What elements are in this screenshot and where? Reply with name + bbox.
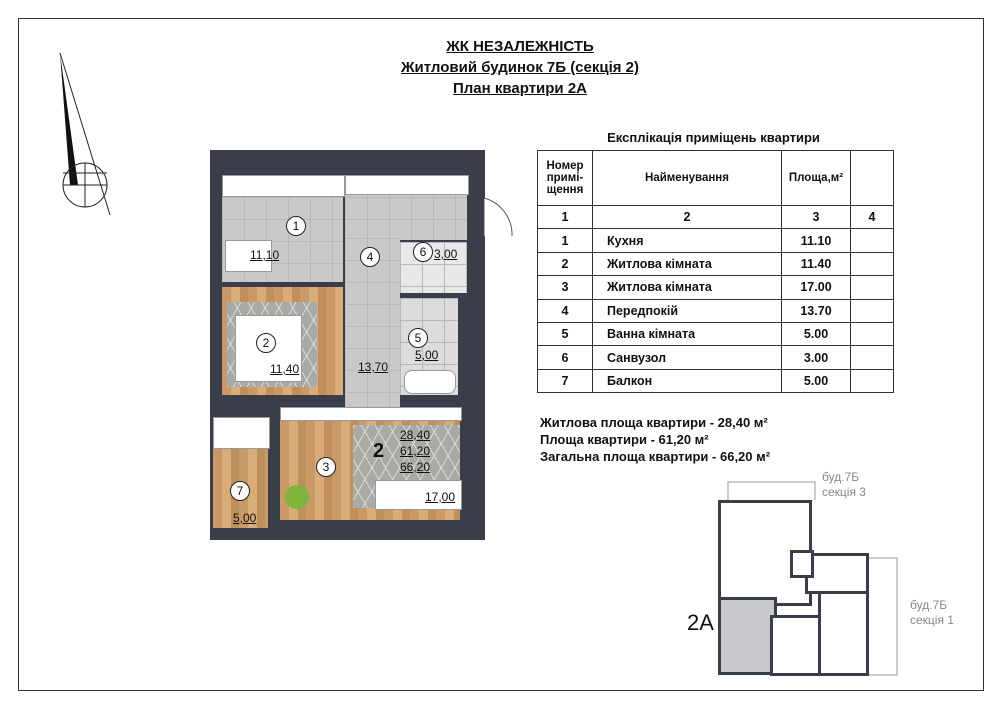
balcony-desk <box>213 417 270 449</box>
section-3-label-line2: секція 3 <box>822 485 866 499</box>
dining-table <box>225 240 272 272</box>
cell-empty <box>850 298 894 323</box>
cell-name: Житлова кімната <box>592 275 782 300</box>
room-area: 5,00 <box>233 511 257 525</box>
bathtub <box>404 370 456 394</box>
cell-name: Санвузол <box>592 345 782 370</box>
room-number: 6 <box>413 242 433 262</box>
north-arrow-icon <box>59 52 111 216</box>
cell-empty <box>850 251 894 277</box>
neighbor-apartment <box>818 585 869 676</box>
col-number: 4 <box>850 204 894 230</box>
section-3-label-line1: буд.7Б <box>822 470 860 484</box>
cell-num: 1 <box>537 228 593 253</box>
total-area-mark: 66,20 <box>400 460 431 474</box>
cell-name: Кухня <box>592 228 782 253</box>
cell-empty <box>850 321 894 347</box>
cell-area: 5.00 <box>781 321 851 347</box>
tv-stand <box>280 407 462 421</box>
stairs-icon <box>790 550 814 578</box>
cell-empty <box>850 368 894 394</box>
kitchen-counter <box>222 175 345 197</box>
neighbor-apartment <box>770 615 826 676</box>
title-building: Житловий будинок 7Б (секція 2) <box>400 59 640 76</box>
entrance-door-icon <box>484 197 513 237</box>
room-area: 11,10 <box>250 248 280 262</box>
apartment-label: 2А <box>687 610 714 635</box>
cell-area: 17.00 <box>781 275 851 300</box>
room-number: 1 <box>286 216 306 236</box>
room-hallway-corridor <box>345 238 400 407</box>
col-number: 2 <box>592 204 782 230</box>
cell-empty <box>850 345 894 370</box>
header-number: Номер примі-щення <box>537 150 593 206</box>
section-1-label-line1: буд.7Б <box>910 598 948 612</box>
room-area: 5,00 <box>415 348 439 362</box>
title-complex: ЖК НЕЗАЛЕЖНІСТЬ <box>446 38 594 55</box>
key-plan: 2А буд.7Б секція 3 буд.7Б секція 1 <box>670 470 970 685</box>
cell-num: 7 <box>537 368 593 394</box>
room-area: 17,00 <box>425 490 456 504</box>
room-area: 11,40 <box>270 362 300 376</box>
room-number: 3 <box>316 457 336 477</box>
room-number: 2 <box>256 333 276 353</box>
rooms-count: 2 <box>373 440 385 462</box>
cell-area: 13.70 <box>781 298 851 323</box>
cell-area: 11.40 <box>781 251 851 277</box>
cell-area: 3.00 <box>781 345 851 370</box>
header-name: Найменування <box>592 150 782 206</box>
cell-name: Житлова кімната <box>592 251 782 277</box>
header-extra <box>850 150 894 206</box>
wardrobe <box>345 175 469 195</box>
room-number: 5 <box>408 328 428 348</box>
cell-area: 5.00 <box>781 368 851 394</box>
living-area-summary: Житлова площа квартири - 28,40 м² <box>540 415 768 430</box>
apartment-2a-highlight <box>718 597 777 675</box>
sofa <box>375 480 462 510</box>
cell-empty <box>850 275 894 300</box>
apartment-area-mark: 61,20 <box>400 444 431 458</box>
cell-num: 4 <box>537 298 593 323</box>
explication-caption: Експлікація приміщень квартири <box>607 130 820 145</box>
cell-area: 11.10 <box>781 228 851 253</box>
header-area: Площа,м² <box>781 150 851 206</box>
plant-icon <box>285 485 309 509</box>
explication-table: Номер примі-щення Найменування Площа,м² … <box>537 150 894 394</box>
living-area-mark: 28,40 <box>400 428 431 442</box>
cell-empty <box>850 228 894 253</box>
section-1-label-line2: секція 1 <box>910 613 954 627</box>
cell-name: Передпокій <box>592 298 782 323</box>
cell-name: Балкон <box>592 368 782 394</box>
room-number: 7 <box>230 481 250 501</box>
cell-num: 6 <box>537 345 593 370</box>
room-number: 4 <box>360 247 380 267</box>
cell-num: 5 <box>537 321 593 347</box>
cell-num: 3 <box>537 275 593 300</box>
cell-num: 2 <box>537 251 593 277</box>
title-apartment: План квартири 2А <box>452 80 587 97</box>
col-number: 1 <box>537 204 593 230</box>
table-column-numbers: 1 2 3 4 <box>537 204 894 230</box>
room-wc <box>400 242 467 293</box>
floor-plan: 1 11,10 4 13,70 6 3,00 5 5,00 2 11,40 3 … <box>210 150 485 540</box>
table-header-row: Номер примі-щення Найменування Площа,м² <box>537 150 894 206</box>
sheet-frame <box>18 18 984 691</box>
apartment-area-summary: Площа квартири - 61,20 м² <box>540 432 709 447</box>
room-area: 13,70 <box>358 360 389 374</box>
key-plan-dimension-lines <box>727 481 898 676</box>
cell-name: Ванна кімната <box>592 321 782 347</box>
total-area-summary: Загальна площа квартири - 66,20 м² <box>540 449 771 464</box>
col-number: 3 <box>781 204 851 230</box>
room-area: 3,00 <box>434 247 458 261</box>
section-1-block <box>805 553 869 594</box>
